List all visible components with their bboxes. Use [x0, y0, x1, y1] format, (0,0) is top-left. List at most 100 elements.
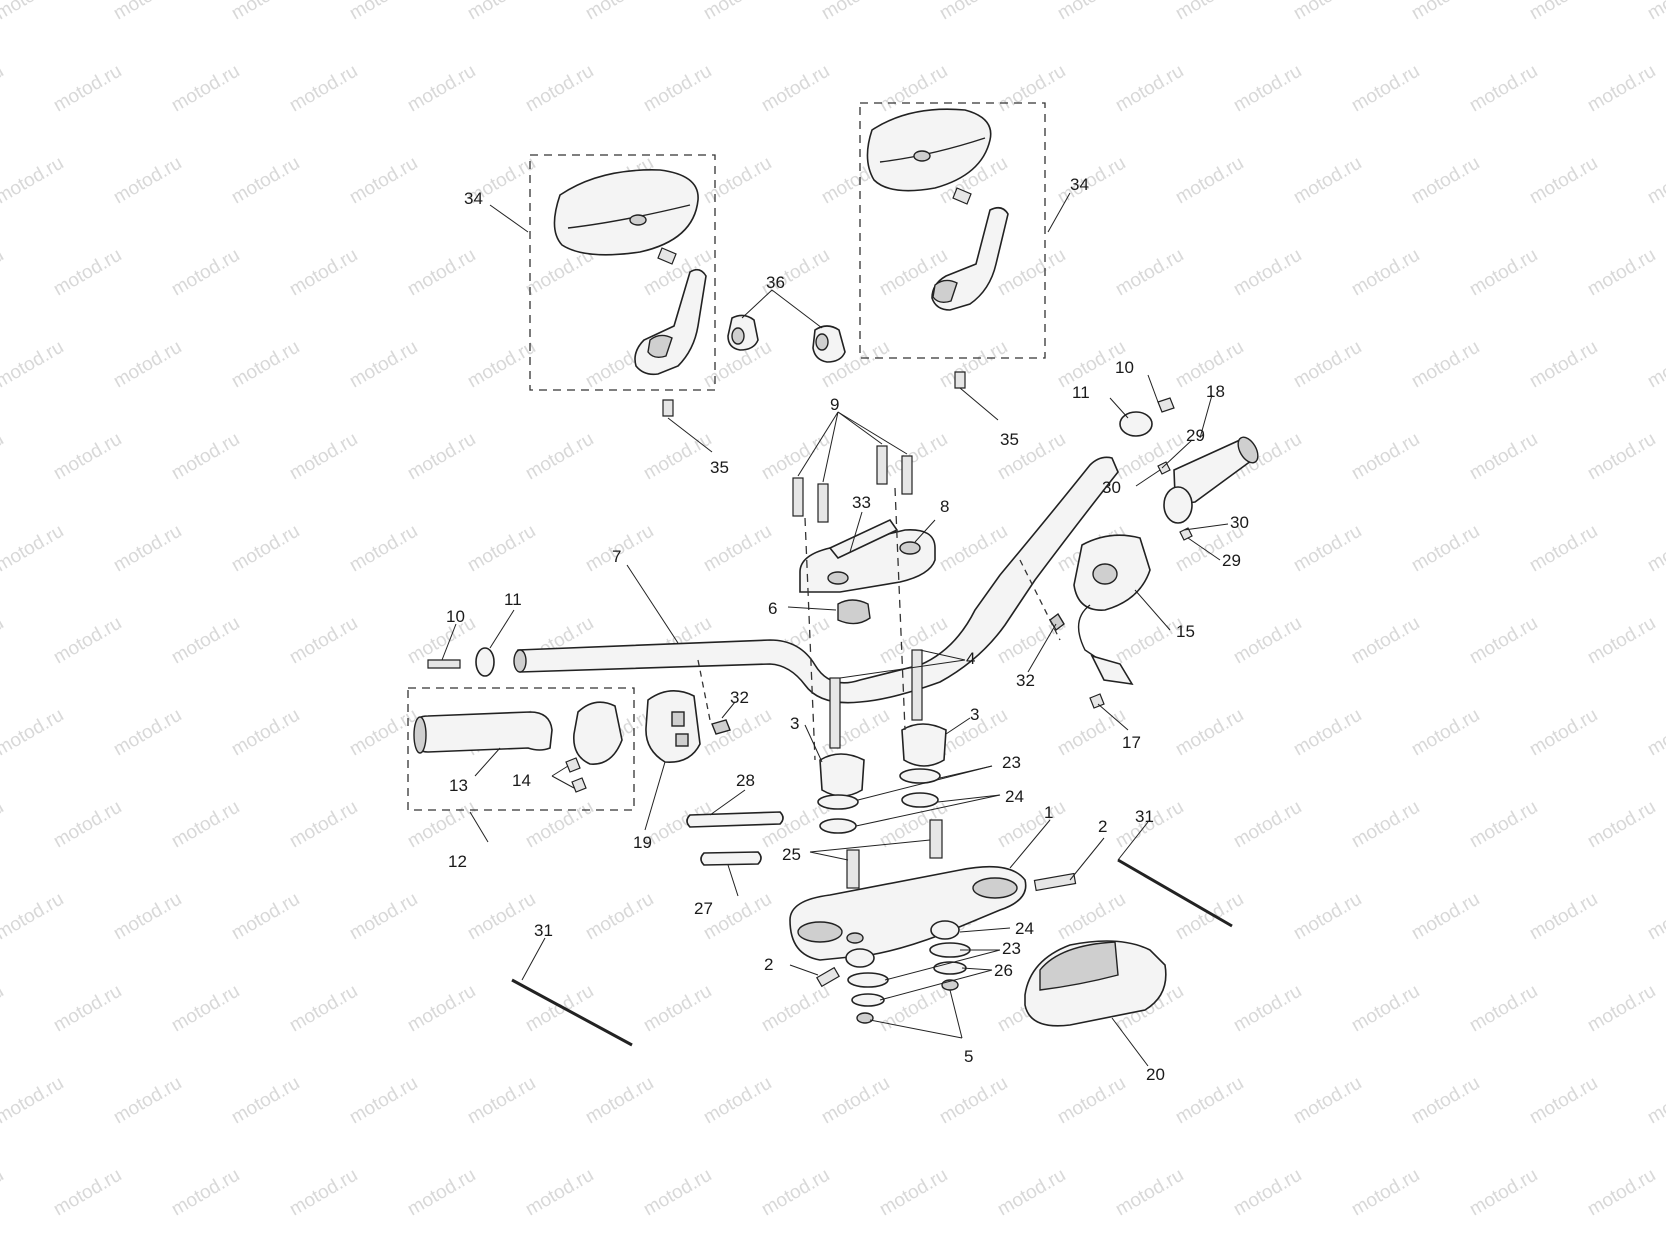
watermark-text: motod.ru: [818, 705, 893, 761]
watermark-text: motod.ru: [1526, 889, 1601, 945]
bar-end-washer-left: [475, 647, 495, 677]
watermark-text: motod.ru: [1466, 981, 1541, 1037]
watermark-text: motod.ru: [286, 61, 361, 117]
watermark-text: motod.ru: [464, 337, 539, 393]
watermark-text: motod.ru: [700, 0, 775, 24]
watermark-text: motod.ru: [50, 1165, 125, 1221]
callout-24-lower: 24: [1015, 919, 1034, 938]
watermark-text: motod.ru: [168, 61, 243, 117]
watermark-text: motod.ru: [640, 429, 715, 485]
callout-31-left: 31: [534, 921, 553, 940]
watermark-text: motod.ru: [1290, 705, 1365, 761]
watermark-text: motod.ru: [1466, 1165, 1541, 1221]
cable-tie-31-right: [1117, 858, 1233, 928]
watermark-text: motod.ru: [1584, 613, 1659, 669]
watermark-text: motod.ru: [168, 429, 243, 485]
headstock-cover-top: [1039, 941, 1119, 991]
watermark-text: motod.ru: [0, 1073, 67, 1129]
watermark-text: motod.ru: [110, 1073, 185, 1129]
watermark-text: motod.ru: [404, 1165, 479, 1221]
riser-3-left: [819, 753, 865, 797]
callout-30-right: 30: [1230, 513, 1249, 532]
watermark-text: motod.ru: [228, 153, 303, 209]
watermark-text: motod.ru: [286, 981, 361, 1037]
watermark-text: motod.ru: [1526, 1073, 1601, 1129]
watermark-text: motod.ru: [404, 245, 479, 301]
watermark-text: motod.ru: [404, 797, 479, 853]
watermark-text: motod.ru: [1644, 1073, 1666, 1129]
watermark-text: motod.ru: [582, 0, 657, 24]
callout-2-left: 2: [764, 955, 773, 974]
bar-end-bolt-left: [427, 659, 461, 669]
watermark-text: motod.ru: [168, 613, 243, 669]
callout-26: 26: [994, 961, 1013, 980]
watermark-text: motod.ru: [168, 1165, 243, 1221]
watermark-text: motod.ru: [1466, 61, 1541, 117]
watermark-text: motod.ru: [936, 1073, 1011, 1129]
watermark-text: motod.ru: [1644, 0, 1666, 24]
riser-3-right: [901, 723, 947, 767]
watermark-text: motod.ru: [286, 797, 361, 853]
watermark-text: motod.ru: [1054, 705, 1129, 761]
watermark-text: motod.ru: [0, 61, 7, 117]
watermark-text: motod.ru: [1290, 0, 1365, 24]
watermark-text: motod.ru: [0, 521, 67, 577]
watermark-text: motod.ru: [346, 705, 421, 761]
watermark-text: motod.ru: [758, 981, 833, 1037]
watermark-text: motod.ru: [818, 0, 893, 24]
callout-8: 8: [940, 497, 949, 516]
mirror-right-group-box: [859, 102, 1046, 359]
watermark-text: motod.ru: [1408, 0, 1483, 24]
watermark-text: motod.ru: [0, 705, 67, 761]
watermark-text: motod.ru: [1172, 705, 1247, 761]
bolt-2-left: [816, 966, 840, 988]
watermark-text: motod.ru: [640, 1165, 715, 1221]
watermark-text: motod.ru: [0, 613, 7, 669]
callout-3-left: 3: [790, 714, 799, 733]
callout-4: 4: [966, 649, 975, 668]
callout-23-upper: 23: [1002, 753, 1021, 772]
watermark-text: motod.ru: [1466, 613, 1541, 669]
watermark-text: motod.ru: [1230, 981, 1305, 1037]
callout-34-left: 34: [464, 189, 483, 208]
watermark-text: motod.ru: [168, 981, 243, 1037]
watermark-text: motod.ru: [110, 153, 185, 209]
callout-17: 17: [1122, 733, 1141, 752]
watermark-text: motod.ru: [1112, 1165, 1187, 1221]
watermark-text: motod.ru: [1054, 153, 1129, 209]
watermark-text: motod.ru: [818, 1073, 893, 1129]
watermark-text: motod.ru: [1172, 1073, 1247, 1129]
watermark-text: motod.ru: [1408, 337, 1483, 393]
watermark-text: motod.ru: [1526, 521, 1601, 577]
watermark-text: motod.ru: [286, 613, 361, 669]
watermark-text: motod.ru: [1348, 981, 1423, 1037]
watermark-text: motod.ru: [1644, 705, 1666, 761]
link-27: [700, 851, 762, 866]
watermark-text: motod.ru: [936, 337, 1011, 393]
watermark-text: motod.ru: [1408, 521, 1483, 577]
watermark-text: motod.ru: [346, 0, 421, 24]
watermark-text: motod.ru: [1584, 429, 1659, 485]
watermark-text: motod.ru: [286, 429, 361, 485]
watermark-text: motod.ru: [1408, 705, 1483, 761]
mirror-clamps: [727, 314, 846, 363]
callout-12: 12: [448, 852, 467, 871]
watermark-text: motod.ru: [168, 797, 243, 853]
watermark-text: motod.ru: [936, 521, 1011, 577]
upper-bushings: [817, 768, 941, 834]
mirror-right: [866, 108, 1009, 311]
watermark-text: motod.ru: [640, 61, 715, 117]
watermark-text: motod.ru: [346, 337, 421, 393]
callout-3-right: 3: [970, 705, 979, 724]
watermark-text: motod.ru: [876, 1165, 951, 1221]
watermark-text: motod.ru: [1466, 245, 1541, 301]
bolt-2-right: [1033, 872, 1077, 892]
callout-13: 13: [449, 776, 468, 795]
watermark-text: motod.ru: [404, 981, 479, 1037]
callout-31-right: 31: [1135, 807, 1154, 826]
watermark-text: motod.ru: [700, 153, 775, 209]
watermark-text: motod.ru: [522, 429, 597, 485]
watermark-text: motod.ru: [50, 613, 125, 669]
callout-11-right: 11: [1072, 383, 1090, 402]
callout-29-bottom: 29: [1222, 551, 1241, 570]
